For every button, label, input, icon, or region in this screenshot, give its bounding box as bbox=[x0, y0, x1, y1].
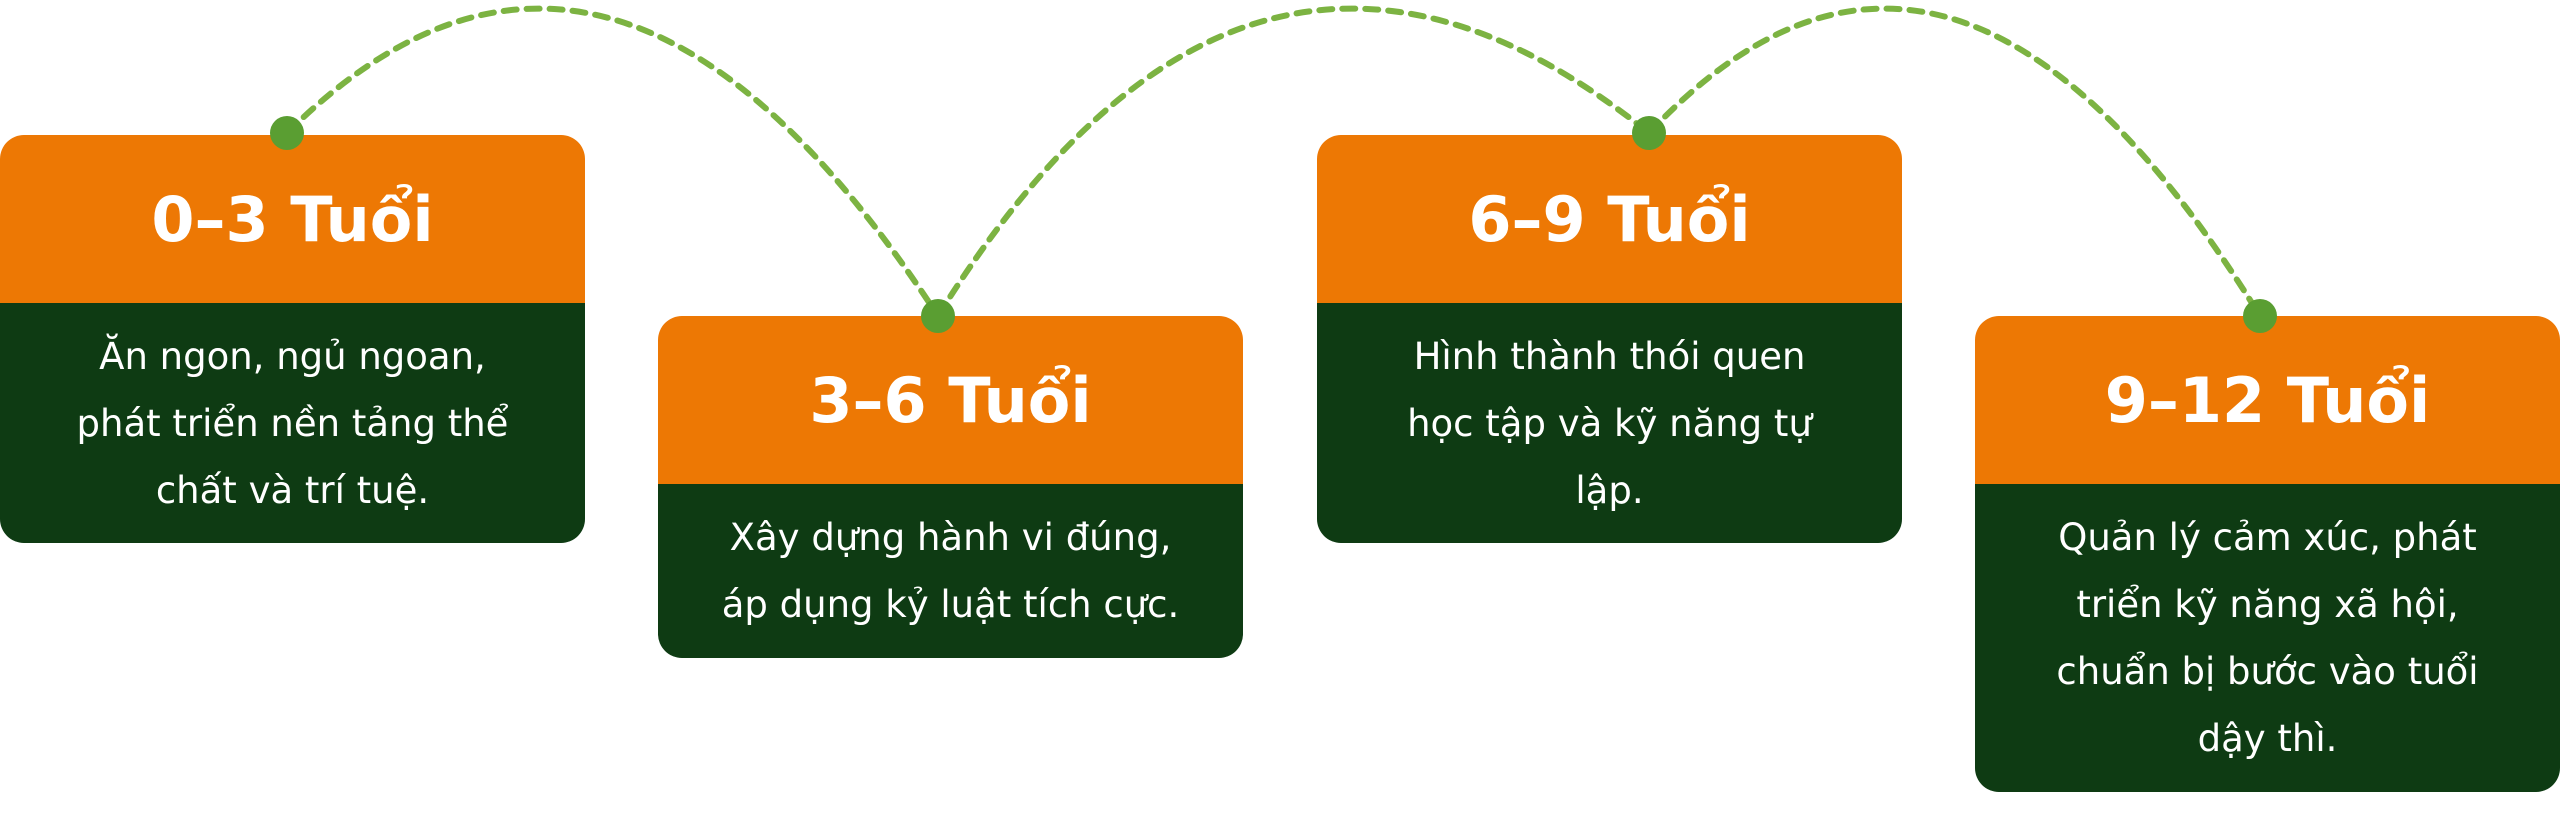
stage-card-3-6: 3–6 Tuổi Xây dựng hành vi đúng, áp dụng … bbox=[658, 316, 1243, 658]
stage-description: Quản lý cảm xúc, phát triển kỹ năng xã h… bbox=[1975, 484, 2560, 792]
stage-description-line: dậy thì. bbox=[2197, 717, 2338, 760]
stage-description-line: chất và trí tuệ. bbox=[155, 468, 430, 512]
stage-description-line: phát triển nền tảng thể bbox=[76, 401, 509, 445]
stage-description-line: Quản lý cảm xúc, phát bbox=[2058, 516, 2477, 559]
connector-dot-1 bbox=[921, 299, 955, 333]
stage-description-line: lập. bbox=[1575, 468, 1644, 512]
stage-description: Ăn ngon, ngủ ngoan, phát triển nền tảng … bbox=[0, 303, 585, 543]
stage-card-9-12: 9–12 Tuổi Quản lý cảm xúc, phát triển kỹ… bbox=[1975, 316, 2560, 792]
stage-title: 0–3 Tuổi bbox=[0, 135, 585, 303]
connector-dot-0 bbox=[270, 116, 304, 150]
connector-arc-1-2 bbox=[935, 5, 1652, 319]
connector-arc-2-3 bbox=[1646, 5, 2263, 319]
stage-description-line: Hình thành thói quen bbox=[1413, 334, 1806, 378]
stage-card-0-3: 0–3 Tuổi Ăn ngon, ngủ ngoan, phát triển … bbox=[0, 135, 585, 543]
stage-description-line: Xây dựng hành vi đúng, bbox=[729, 516, 1172, 559]
connector-dot-3 bbox=[2243, 299, 2277, 333]
stage-description-line: học tập và kỹ năng tự bbox=[1407, 401, 1812, 445]
stage-description-line: triển kỹ năng xã hội, bbox=[2076, 583, 2459, 626]
stage-description-line: áp dụng kỷ luật tích cực. bbox=[721, 583, 1180, 626]
stage-title: 9–12 Tuổi bbox=[1975, 316, 2560, 484]
stage-description-line: Ăn ngon, ngủ ngoan, bbox=[99, 334, 486, 378]
stage-title: 6–9 Tuổi bbox=[1317, 135, 1902, 303]
stage-description: Hình thành thói quen học tập và kỹ năng … bbox=[1317, 303, 1902, 543]
stage-description-line: chuẩn bị bước vào tuổi bbox=[2056, 650, 2479, 693]
stage-card-6-9: 6–9 Tuổi Hình thành thói quen học tập và… bbox=[1317, 135, 1902, 543]
stage-description: Xây dựng hành vi đúng, áp dụng kỷ luật t… bbox=[658, 484, 1243, 658]
connector-dot-2 bbox=[1632, 116, 1666, 150]
connector-arc-0-1 bbox=[284, 5, 941, 319]
stage-title: 3–6 Tuổi bbox=[658, 316, 1243, 484]
